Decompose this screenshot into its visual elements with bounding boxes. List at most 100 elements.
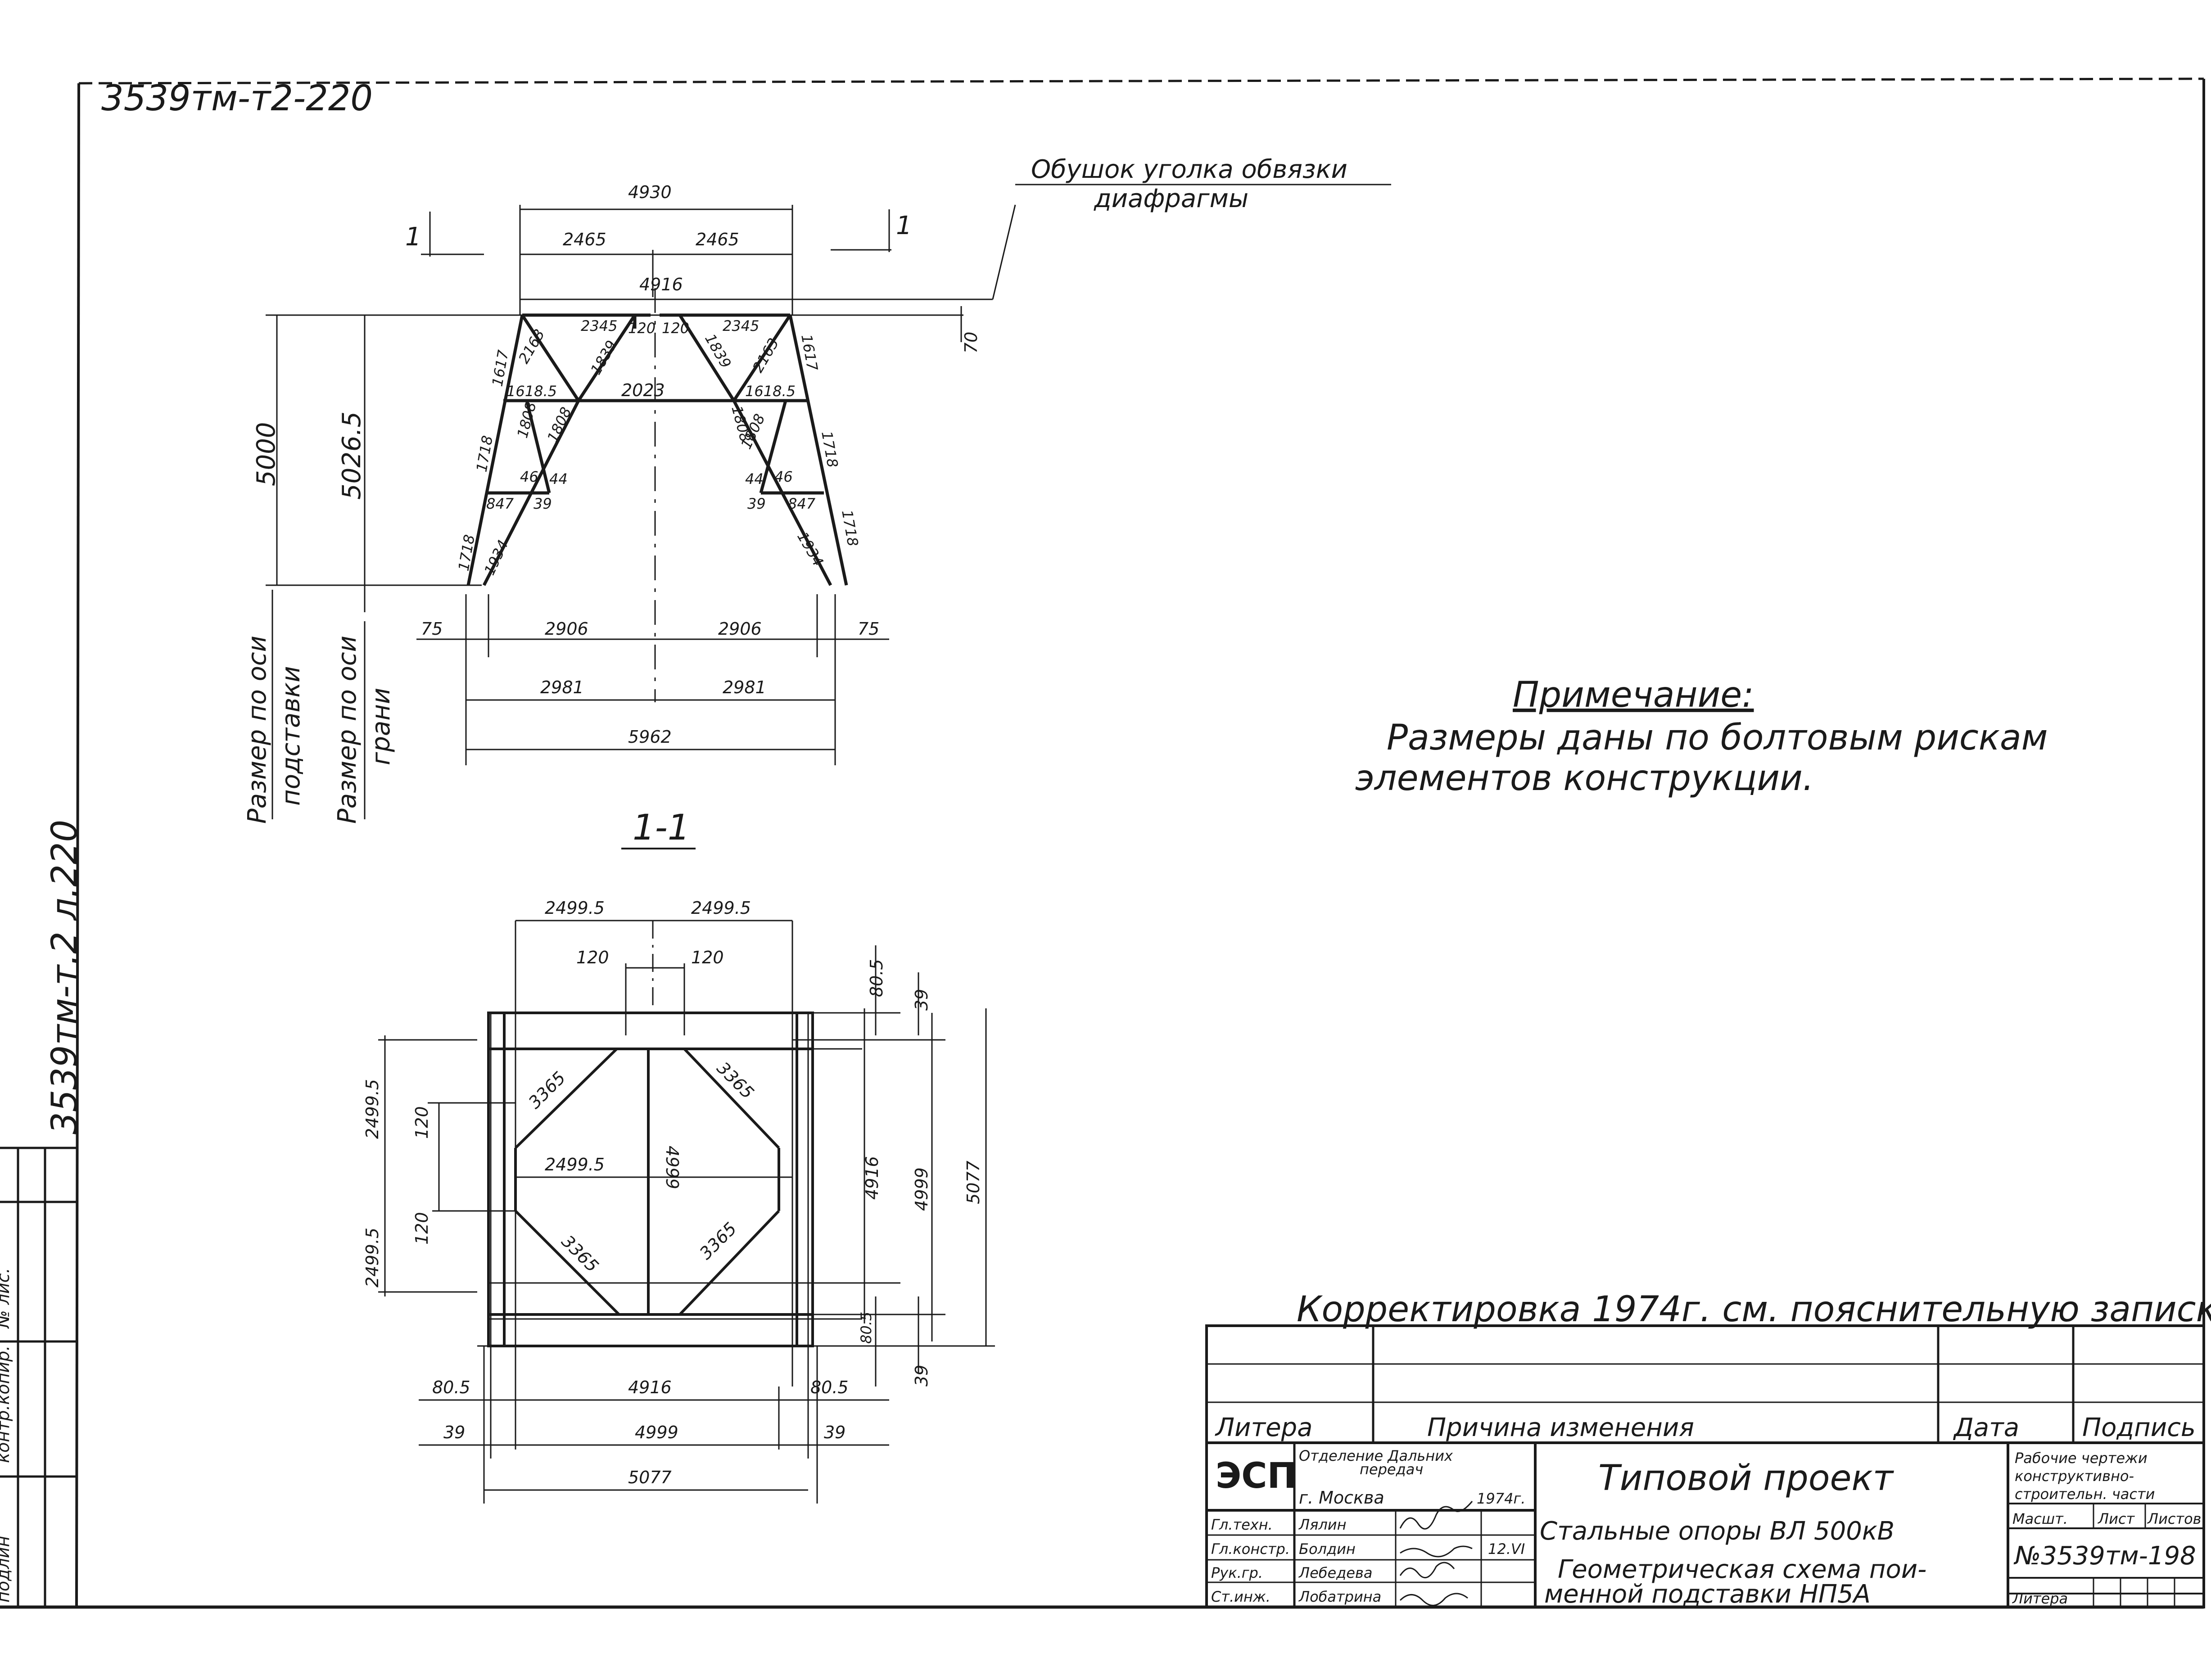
note-line2: элементов конструкции. bbox=[1355, 758, 1814, 799]
plan-dim-gap-r: 120 bbox=[691, 948, 724, 967]
plan-dim-bot2-l: 39 bbox=[443, 1423, 465, 1442]
note-line1: Размеры даны по болтовым рискам bbox=[1387, 718, 2048, 758]
tb-col-litera: Литера bbox=[1215, 1413, 1312, 1442]
tb-subject: Стальные опоры ВЛ 500кВ bbox=[1540, 1517, 1894, 1546]
label-face-2: грани bbox=[366, 688, 396, 765]
tb-org-name2: передач bbox=[1360, 1461, 1423, 1478]
plan-dim-right-bot2: 39 bbox=[912, 1365, 931, 1386]
plan-dim-top-r: 2499.5 bbox=[691, 898, 751, 918]
dim-strut-l: 1618.5 bbox=[506, 383, 557, 400]
sheet-code-side: 3539тм-т.2 л.220 bbox=[45, 820, 85, 1134]
section-mark-right: 1 bbox=[896, 211, 912, 240]
dim-top-seg-r: 2345 bbox=[723, 317, 759, 334]
label-face-1: Размер по оси bbox=[333, 636, 362, 824]
dim-base-total: 5962 bbox=[628, 727, 672, 747]
plan-dim-right-outer: 5077 bbox=[963, 1161, 983, 1204]
dim-height-face: 5026.5 bbox=[337, 411, 366, 500]
plan-dim-right-top: 80.5 bbox=[867, 959, 886, 997]
plan-dim-gap-l: 120 bbox=[576, 948, 609, 967]
plan-dim-right-bot: 80.5 bbox=[858, 1312, 875, 1344]
elevation-view bbox=[266, 184, 1391, 765]
label-axis-2: подставки bbox=[276, 666, 306, 806]
plan-dim-bot-total: 5077 bbox=[628, 1468, 672, 1487]
note-title: Примечание: bbox=[1513, 675, 1754, 715]
tb-desc2: менной подставки НП5А bbox=[1544, 1580, 1871, 1609]
dim-gap-r: 120 bbox=[662, 320, 689, 337]
tb-work-drawings-1: Рабочие чертежи bbox=[2015, 1450, 2148, 1467]
dim-tiny-l: 39 bbox=[534, 495, 552, 512]
plan-dim-bot2-r: 39 bbox=[824, 1423, 846, 1442]
dim-top-half-l: 2465 bbox=[563, 230, 606, 249]
tb-org-name1: Отделение Дальних bbox=[1299, 1447, 1453, 1464]
correction-note: Корректировка 1974г. см. пояснительную з… bbox=[1297, 1289, 2211, 1330]
dim-base-axis-r: 2906 bbox=[718, 619, 762, 639]
dim-short-r: 847 bbox=[788, 495, 816, 512]
side-stamp bbox=[0, 1147, 77, 1607]
plan-dim-center-v: 4999 bbox=[662, 1146, 682, 1189]
label-axis-1: Размер по оси bbox=[243, 636, 272, 824]
tb-year: 1974г. bbox=[1477, 1490, 1525, 1507]
dim-top-inner: 4916 bbox=[639, 275, 683, 294]
tb-sheets: Листов bbox=[2147, 1510, 2202, 1527]
side-stamp-label-2: контр.копир. bbox=[0, 1346, 13, 1463]
plan-title: 1-1 bbox=[633, 808, 690, 848]
axis-label-group bbox=[271, 590, 366, 819]
dim-offset: 70 bbox=[961, 332, 981, 353]
plan-dim-left-upper: 2499.5 bbox=[362, 1079, 382, 1139]
plan-dim-right-top2: 39 bbox=[912, 989, 931, 1011]
plan-dim-right-mid: 4999 bbox=[912, 1167, 931, 1211]
dim-small-b-l: 44 bbox=[549, 470, 568, 488]
sheet-code-top: 3539тм-т2-220 bbox=[101, 78, 373, 119]
dim-crossbar: 2023 bbox=[621, 380, 665, 400]
dim-base-face-r: 2981 bbox=[723, 677, 766, 697]
callout-line1: Обушок уголка обвязки bbox=[1031, 155, 1347, 184]
dim-base-face-l: 2981 bbox=[540, 677, 584, 697]
side-stamp-label-1: подлин bbox=[0, 1536, 13, 1603]
dim-strut-r: 1618.5 bbox=[745, 383, 796, 400]
plan-dim-bot-inner: 4916 bbox=[628, 1377, 672, 1397]
tb-doc-no: №3539тм-198 bbox=[2013, 1541, 2196, 1571]
tb-name-2: Болдин bbox=[1299, 1540, 1356, 1558]
tb-col-sign: Подпись bbox=[2082, 1413, 2196, 1442]
tb-desc1: Геометрическая схема пои- bbox=[1558, 1555, 1926, 1584]
tb-name-1: Лялин bbox=[1298, 1516, 1346, 1533]
plan-dim-bot-ext-r: 80.5 bbox=[810, 1377, 849, 1397]
tb-col-date: Дата bbox=[1953, 1413, 2019, 1442]
plan-dim-left-gap-u: 120 bbox=[412, 1106, 432, 1139]
dim-top-seg-l: 2345 bbox=[581, 317, 617, 334]
tb-scale: Масшт. bbox=[2012, 1510, 2068, 1527]
callout-line2: диафрагмы bbox=[1094, 184, 1248, 213]
dim-small-a-l: 46 bbox=[520, 468, 538, 485]
plan-dim-center-h: 2499.5 bbox=[545, 1155, 605, 1174]
dim-tiny-r: 39 bbox=[747, 495, 766, 512]
side-stamp-label-3: № лис. bbox=[0, 1268, 13, 1329]
tb-sheet: Лист bbox=[2098, 1510, 2135, 1527]
plan-dim-left-gap-d: 120 bbox=[412, 1212, 432, 1245]
dim-height-axis: 5000 bbox=[252, 422, 281, 486]
dim-small-b-r: 44 bbox=[745, 470, 764, 488]
tb-name-3: Лебедева bbox=[1298, 1564, 1372, 1581]
tb-project: Типовой проект bbox=[1598, 1458, 1894, 1499]
plan-dim-left-lower: 2499.5 bbox=[362, 1228, 382, 1287]
tb-role-2: Гл.констр. bbox=[1211, 1540, 1290, 1558]
plan-view bbox=[378, 920, 995, 1504]
tb-litera2: Литера bbox=[2012, 1590, 2068, 1607]
section-mark-left: 1 bbox=[405, 222, 421, 252]
dim-base-axis-l: 2906 bbox=[545, 619, 588, 639]
plan-dim-bot2-mid: 4999 bbox=[635, 1423, 678, 1442]
tb-role-4: Ст.инж. bbox=[1211, 1588, 1271, 1605]
plan-dim-bot-ext-l: 80.5 bbox=[432, 1377, 470, 1397]
plan-dim-top-l: 2499.5 bbox=[545, 898, 605, 918]
dim-top-total: 4930 bbox=[628, 182, 672, 202]
dim-ext-r: 75 bbox=[858, 619, 879, 639]
tb-role-1: Гл.техн. bbox=[1211, 1516, 1273, 1533]
tb-name-4: Лобатрина bbox=[1298, 1588, 1381, 1605]
dim-small-a-r: 46 bbox=[774, 468, 793, 485]
dim-ext-l: 75 bbox=[421, 619, 443, 639]
tb-city: г. Москва bbox=[1299, 1488, 1384, 1508]
tb-role-3: Рук.гр. bbox=[1211, 1564, 1263, 1581]
tb-work-drawings-3: строительн. части bbox=[2015, 1486, 2155, 1503]
dim-top-half-r: 2465 bbox=[696, 230, 739, 249]
signature-marks bbox=[1399, 1501, 1473, 1606]
